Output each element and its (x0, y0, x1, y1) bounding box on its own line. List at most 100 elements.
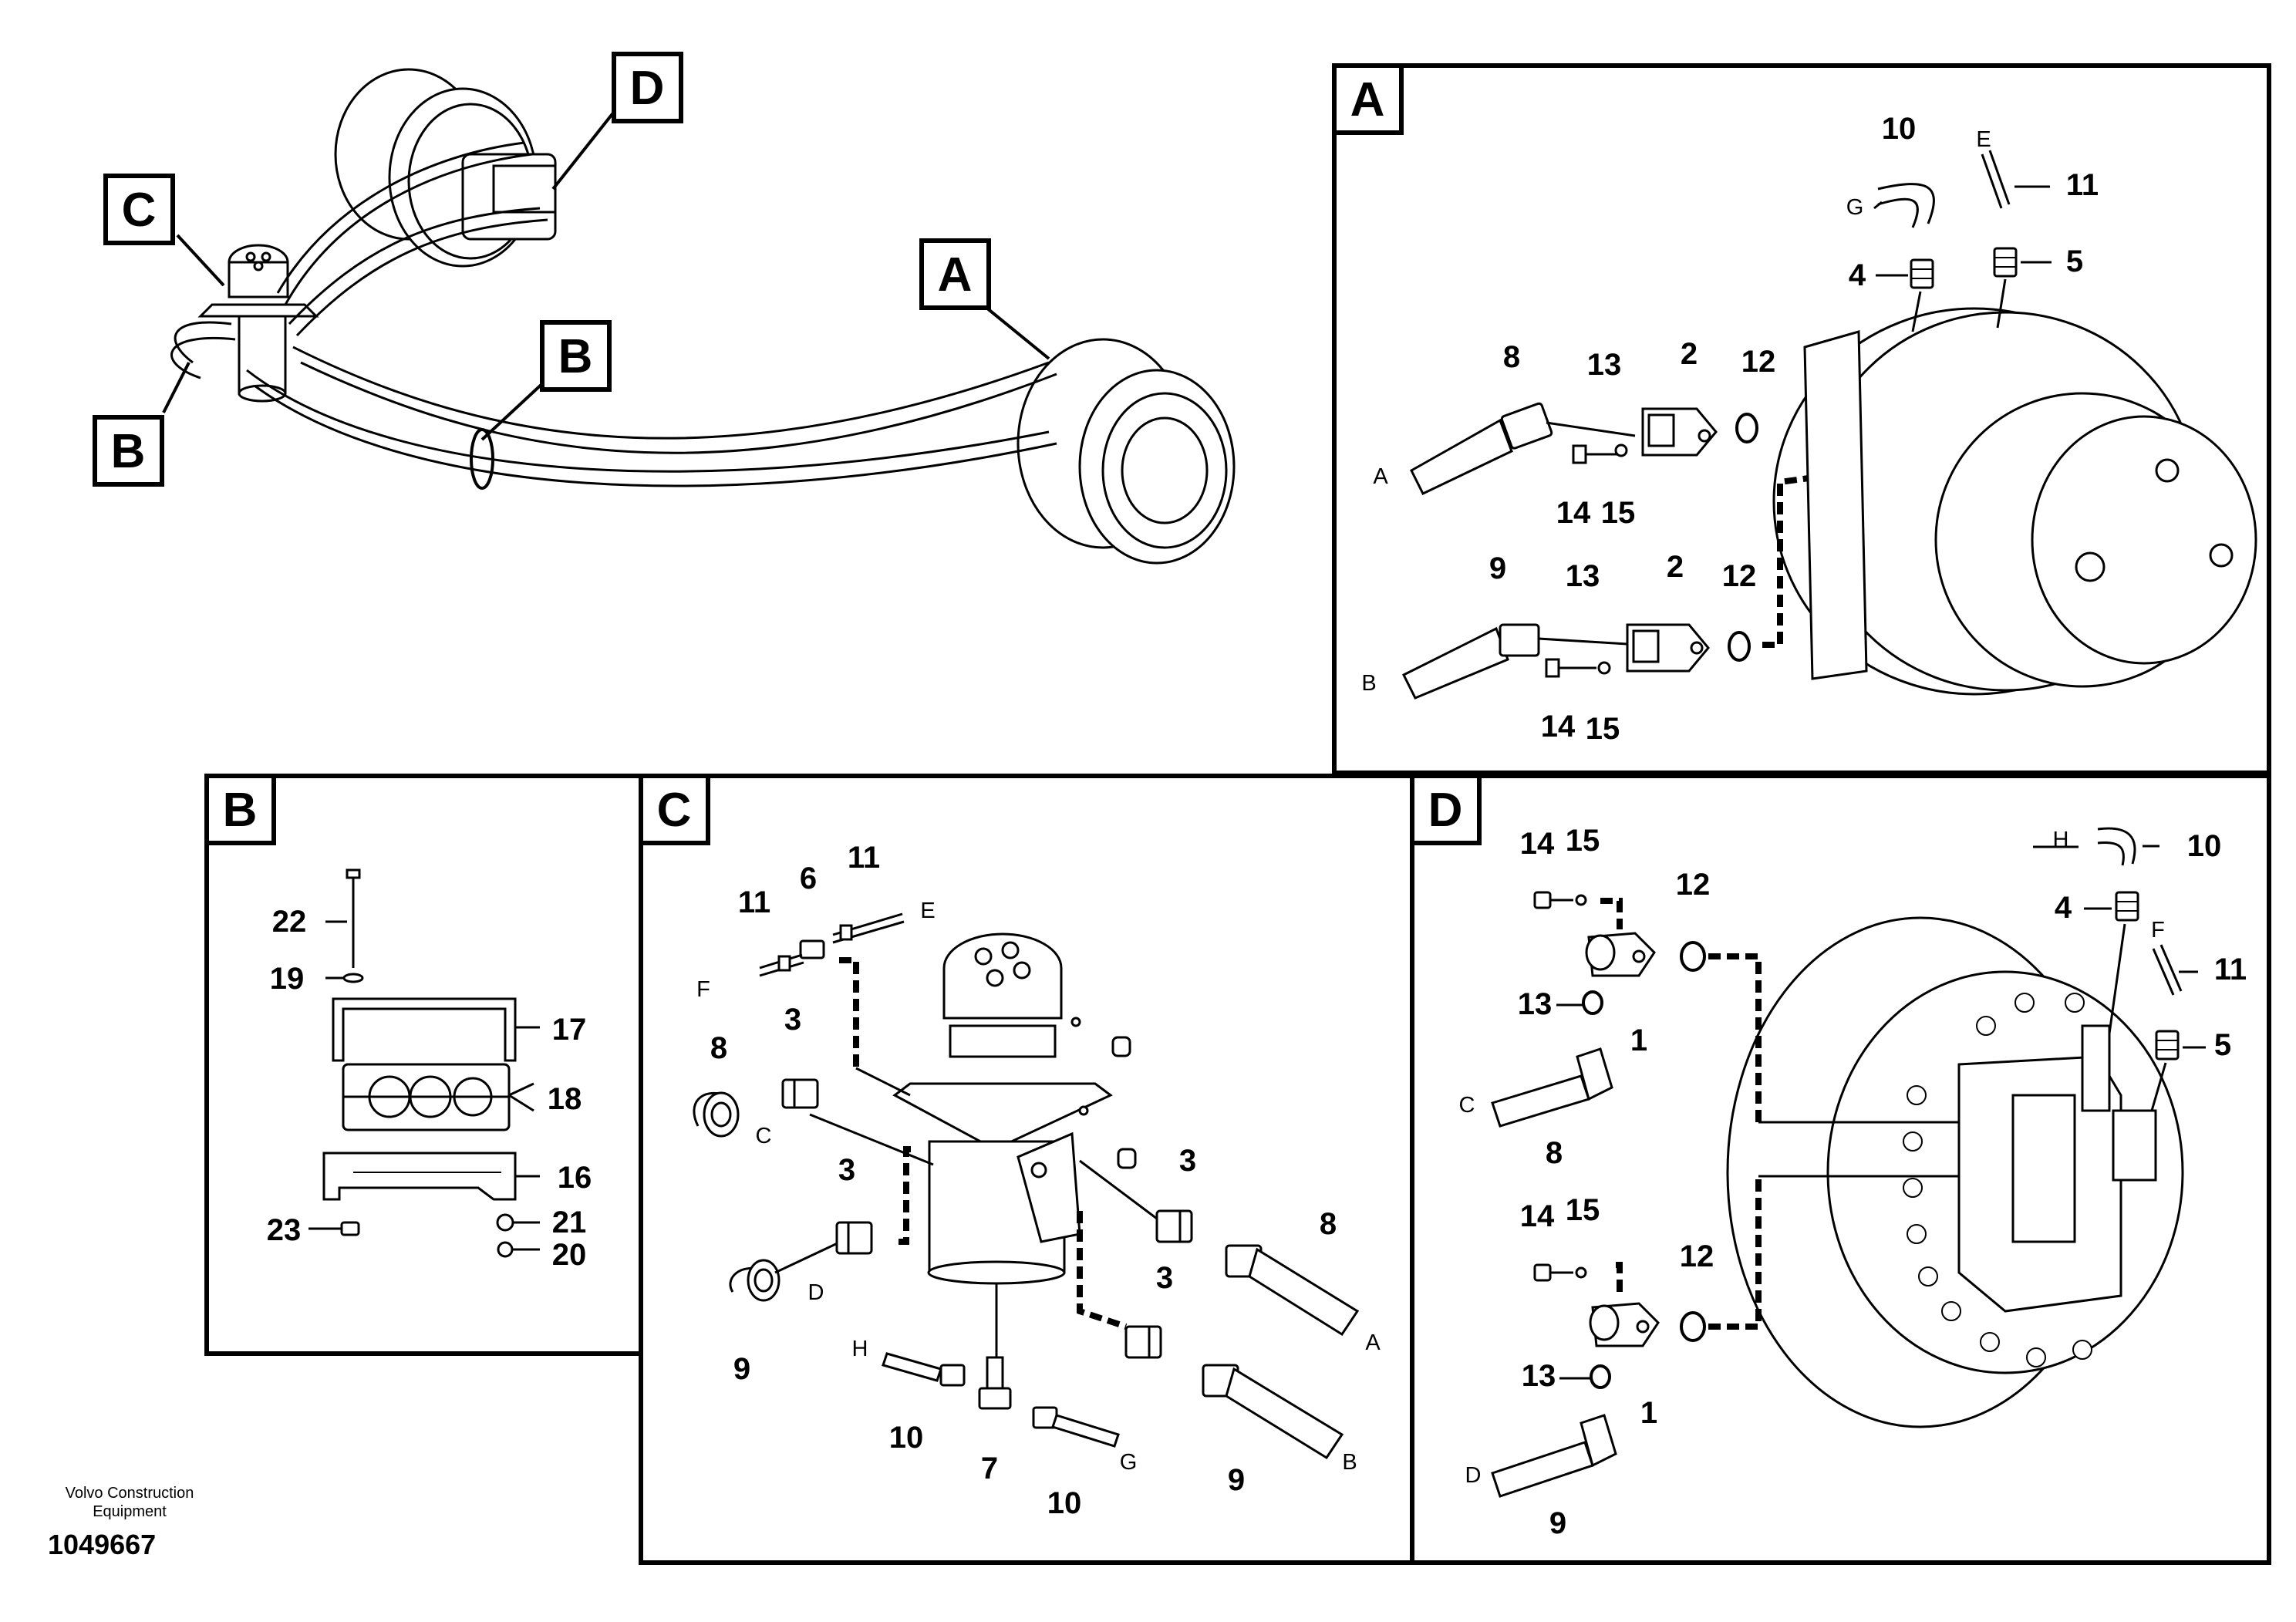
label-C-11-right: 11 (848, 841, 880, 875)
label-B-23: 23 (267, 1213, 302, 1247)
callout-B-clamp[interactable]: B (540, 320, 612, 392)
panel-A-travel-motor (1772, 307, 2257, 696)
label-D-9: 9 (1549, 1506, 1566, 1540)
label-leaders (1556, 185, 2206, 1380)
panel-C-elbow-8 (693, 1091, 740, 1138)
panel-D-hose-8 (1491, 1047, 1613, 1128)
svg-text:D: D (630, 62, 665, 115)
label-D-12-top: 12 (1676, 868, 1711, 902)
label-A-2-bottom: 2 (1667, 550, 1684, 584)
panel-C: C (639, 774, 1414, 1565)
label-D-5: 5 (2214, 1028, 2231, 1062)
label-D-15-bottom: 15 (1566, 1193, 1600, 1227)
panel-A-flange-2-top (1641, 407, 1718, 457)
panel-D-dashed-routes (1600, 898, 1762, 1330)
svg-text:B: B (111, 425, 146, 478)
label-D-H: H (2053, 828, 2069, 852)
footer-company-line2: Equipment (93, 1503, 167, 1520)
svg-text:A: A (1350, 73, 1385, 126)
label-D-1-top: 1 (1630, 1023, 1647, 1057)
footer-company: Volvo Construction Equipment (29, 1484, 230, 1521)
panel-D-oring-12-bottom (1680, 1311, 1706, 1342)
label-A-4: 4 (1849, 258, 1866, 292)
panel-C-adapter-3-upper-left (781, 1078, 819, 1109)
label-C-E: E (920, 899, 935, 923)
label-C-10-left: 10 (889, 1421, 924, 1455)
panel-C-adapter-3-lower-left (835, 1221, 873, 1255)
label-A-G: G (1846, 195, 1864, 220)
panel-B-nut-20 (497, 1241, 514, 1258)
callout-A[interactable]: A (919, 238, 991, 310)
panel-C-adapter-3-lower-right (1124, 1325, 1162, 1359)
label-C-G: G (1120, 1450, 1138, 1475)
label-A-13-top: 13 (1587, 348, 1622, 382)
panel-B: B (204, 774, 643, 1356)
panel-A-adapter-5 (1993, 247, 2018, 278)
panel-D-flange-1-bottom (1589, 1302, 1660, 1347)
panel-B-clamp-halves-18 (342, 1063, 511, 1131)
svg-text:C: C (657, 784, 692, 837)
panel-A-screw-14-top (1572, 443, 1628, 464)
label-A-12-top: 12 (1741, 345, 1776, 379)
panel-D-drain-line-11 (2152, 944, 2183, 996)
svg-text:B: B (558, 330, 593, 383)
panel-A-flange-2-bottom (1626, 623, 1710, 673)
panel-C-elbow-9 (729, 1259, 781, 1302)
panel-A-oring-12-top (1735, 413, 1758, 443)
overview-hydraulic-hoses (170, 141, 1057, 487)
label-C-11-left: 11 (738, 885, 770, 919)
label-A-12-bottom: 12 (1722, 559, 1757, 593)
panel-A-adapter-4 (1910, 258, 1934, 289)
panel-A-screw-14-bottom (1545, 658, 1611, 678)
label-C-8-left: 8 (710, 1031, 727, 1065)
label-C-6: 6 (800, 862, 817, 895)
label-C-9-left: 9 (733, 1352, 750, 1386)
label-D-12-bottom: 12 (1680, 1239, 1714, 1273)
label-A-13-bottom: 13 (1566, 559, 1600, 593)
svg-text:D: D (1428, 784, 1463, 837)
panel-B-nut-23 (340, 1221, 360, 1236)
panel-D-screw-14-top (1533, 891, 1587, 909)
label-C-3-lower-right: 3 (1156, 1261, 1173, 1295)
panel-C-plugs (1070, 1017, 1137, 1169)
panel-D-travel-motor (1726, 916, 2184, 1428)
panel-A: A (1332, 63, 2271, 775)
label-B-16: 16 (558, 1161, 592, 1195)
label-D-14-bottom: 14 (1520, 1199, 1555, 1233)
panel-D-oring-12-top (1680, 941, 1706, 972)
label-C-C: C (756, 1124, 772, 1148)
label-A-B: B (1361, 671, 1376, 696)
panel-D-screw-14-bottom (1533, 1263, 1587, 1282)
svg-text:B: B (223, 784, 258, 837)
callout-B[interactable]: B (93, 415, 164, 487)
label-B-20: 20 (552, 1238, 587, 1272)
panel-D-adapter-4 (2115, 891, 2139, 922)
footer-company-line1: Volvo Construction (65, 1485, 194, 1502)
label-D-4: 4 (2055, 891, 2072, 925)
label-C-3-upper-right: 3 (1179, 1144, 1196, 1178)
panel-C-line-10-H (882, 1352, 966, 1387)
label-D-F: F (2151, 918, 2165, 943)
label-A-10: 10 (1882, 112, 1917, 146)
label-C-9-right: 9 (1228, 1463, 1245, 1497)
panel-D: D (1410, 774, 2271, 1565)
callout-C[interactable]: C (103, 174, 175, 245)
panel-C-dashed-routes (839, 957, 1128, 1330)
label-A-14-bottom: 14 (1541, 710, 1576, 744)
label-D-C: C (1459, 1093, 1475, 1118)
label-C-8-right: 8 (1320, 1207, 1337, 1241)
panel-B-washer-21 (496, 1213, 514, 1232)
panel-D-adapter-5 (2155, 1030, 2180, 1061)
overview-front-travel-motor (1017, 338, 1236, 565)
panel-B-plate-16 (322, 1152, 517, 1201)
panel-C-tee-6 (799, 939, 825, 959)
part-number-labels: 10 G E 11 4 5 8 13 2 12 A 14 15 9 13 2 1… (267, 112, 2247, 1540)
overview-hose-clamp (470, 428, 494, 490)
label-A-11: 11 (2066, 168, 2099, 202)
panel-D-motor-bolts (1903, 993, 2092, 1367)
callout-D[interactable]: D (612, 52, 683, 123)
label-A-15-top: 15 (1601, 496, 1636, 530)
label-C-3-lower-left: 3 (838, 1153, 855, 1187)
panel-C-hose-8 (1225, 1244, 1360, 1337)
